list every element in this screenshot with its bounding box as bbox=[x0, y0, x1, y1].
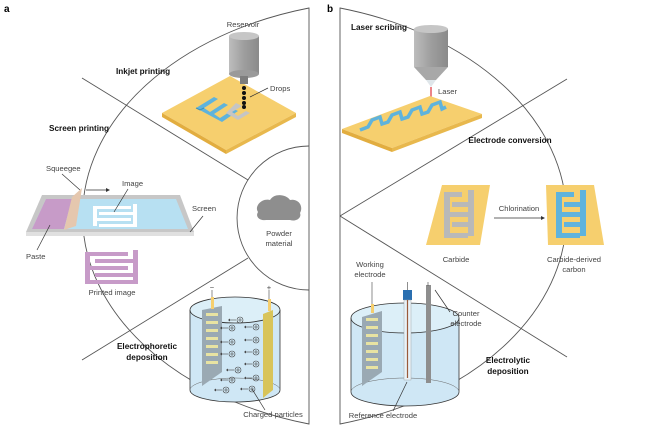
charged-particles-group bbox=[214, 316, 260, 394]
drops-label: Drops bbox=[270, 84, 290, 93]
electrolytic-title-1: Electrolytic bbox=[486, 356, 531, 365]
electrolytic-title-2: deposition bbox=[487, 367, 528, 376]
counter-electrode bbox=[426, 285, 431, 383]
plus-label: + bbox=[267, 283, 272, 292]
squeegee-label: Squeegee bbox=[46, 164, 81, 173]
inkjet-title: Inkjet printing bbox=[116, 67, 170, 76]
laser-head-icon bbox=[414, 25, 448, 87]
negative-electrode-pattern bbox=[206, 313, 218, 364]
charged-particle-icon bbox=[226, 366, 242, 374]
image-label: Image bbox=[122, 179, 143, 188]
paste-area bbox=[32, 199, 72, 229]
laser-scribing-title: Laser scribing bbox=[351, 23, 407, 32]
powder-label-1: Powder bbox=[266, 229, 292, 238]
reference-electrode-cap bbox=[403, 290, 412, 300]
charged-particles-leader bbox=[251, 388, 266, 411]
counter-electrode-label-1: Counter bbox=[452, 309, 479, 318]
electrophoretic-title-2: deposition bbox=[126, 353, 167, 362]
panel-a: a Powder material Inkjet printing Reserv… bbox=[4, 4, 310, 425]
powder-pile-icon bbox=[256, 195, 302, 221]
reservoir-label: Reservoir bbox=[227, 20, 260, 29]
laser-scribed-pattern bbox=[359, 99, 447, 132]
charged-particle-icon bbox=[244, 348, 260, 356]
charged-particle-icon bbox=[220, 338, 236, 346]
carbide-derived-carbon-icon bbox=[546, 185, 604, 245]
inkjet-electrode-pattern bbox=[195, 97, 250, 122]
divider-conversion-electrolytic bbox=[339, 215, 568, 358]
inkjet-substrate-edge-right bbox=[226, 113, 296, 154]
charged-particle-icon bbox=[220, 324, 236, 332]
laser-substrate bbox=[342, 96, 482, 148]
screen-printing-title: Screen printing bbox=[49, 124, 109, 133]
arrowhead bbox=[106, 188, 110, 192]
inkjet-nozzle-icon bbox=[229, 32, 259, 84]
charged-particle-icon bbox=[228, 316, 244, 324]
working-electrode-label-1: Working bbox=[356, 260, 384, 269]
powder-label-2: material bbox=[265, 239, 292, 248]
printed-image-icon bbox=[85, 250, 138, 284]
printed-image-label: Printed image bbox=[89, 288, 136, 297]
cdc-label-1: Carbide-derived bbox=[547, 255, 601, 264]
screen-frame-edge bbox=[26, 232, 194, 236]
laser-substrate-edge-right bbox=[392, 114, 482, 152]
charged-particle-icon bbox=[244, 360, 260, 368]
counter-electrode-label-2: electrode bbox=[450, 319, 481, 328]
counter-electrode-leader bbox=[434, 289, 451, 313]
laser-substrate-edge bbox=[342, 129, 392, 152]
screen-label: Screen bbox=[192, 204, 216, 213]
reference-electrode-label: Reference electrode bbox=[349, 411, 417, 420]
screen-image-pattern bbox=[93, 204, 137, 227]
screen-leader bbox=[189, 215, 204, 233]
positive-electrode bbox=[263, 310, 273, 398]
panel-b: b Laser scribing Laser Electrode convers… bbox=[327, 4, 604, 425]
chlorination-label: Chlorination bbox=[499, 204, 540, 213]
divider-inkjet-screen bbox=[81, 77, 249, 181]
inkjet-substrate-edge bbox=[162, 113, 226, 154]
divider-screen-electrophoretic bbox=[81, 257, 249, 361]
squeegee-icon bbox=[64, 188, 82, 230]
panel-a-letter: a bbox=[4, 4, 10, 15]
powder-material-region bbox=[236, 145, 310, 291]
arrowhead bbox=[541, 216, 545, 220]
squeegee-leader bbox=[61, 173, 81, 191]
image-leader bbox=[113, 188, 129, 213]
cdc-label-2: carbon bbox=[562, 265, 585, 274]
electrophoretic-title-1: Electrophoretic bbox=[117, 342, 178, 351]
carbide-electrode-icon bbox=[426, 185, 490, 245]
charged-particle-icon bbox=[220, 350, 236, 358]
carbide-label: Carbide bbox=[443, 255, 470, 264]
charged-particle-icon bbox=[214, 386, 230, 394]
divider-laser-conversion bbox=[339, 78, 568, 217]
working-electrode-label-2: electrode bbox=[354, 270, 385, 279]
charged-particles-label: Charged particles bbox=[243, 410, 303, 419]
paste-label: Paste bbox=[26, 252, 45, 261]
reference-electrode-leader bbox=[392, 381, 408, 412]
ink-drops-icon bbox=[242, 86, 246, 109]
charged-particle-icon bbox=[244, 374, 260, 382]
panel-b-letter: b bbox=[327, 4, 333, 15]
electrolytic-cell bbox=[350, 282, 460, 407]
charged-particle-icon bbox=[220, 376, 236, 384]
minus-label: − bbox=[210, 283, 215, 292]
electrophoretic-cell bbox=[189, 290, 281, 403]
paste-leader bbox=[36, 224, 51, 251]
charged-particle-icon bbox=[244, 323, 260, 331]
laser-label: Laser bbox=[438, 87, 457, 96]
drops-leader bbox=[249, 87, 269, 98]
electrode-conversion-title: Electrode conversion bbox=[468, 136, 551, 145]
charged-particle-icon bbox=[244, 336, 260, 344]
